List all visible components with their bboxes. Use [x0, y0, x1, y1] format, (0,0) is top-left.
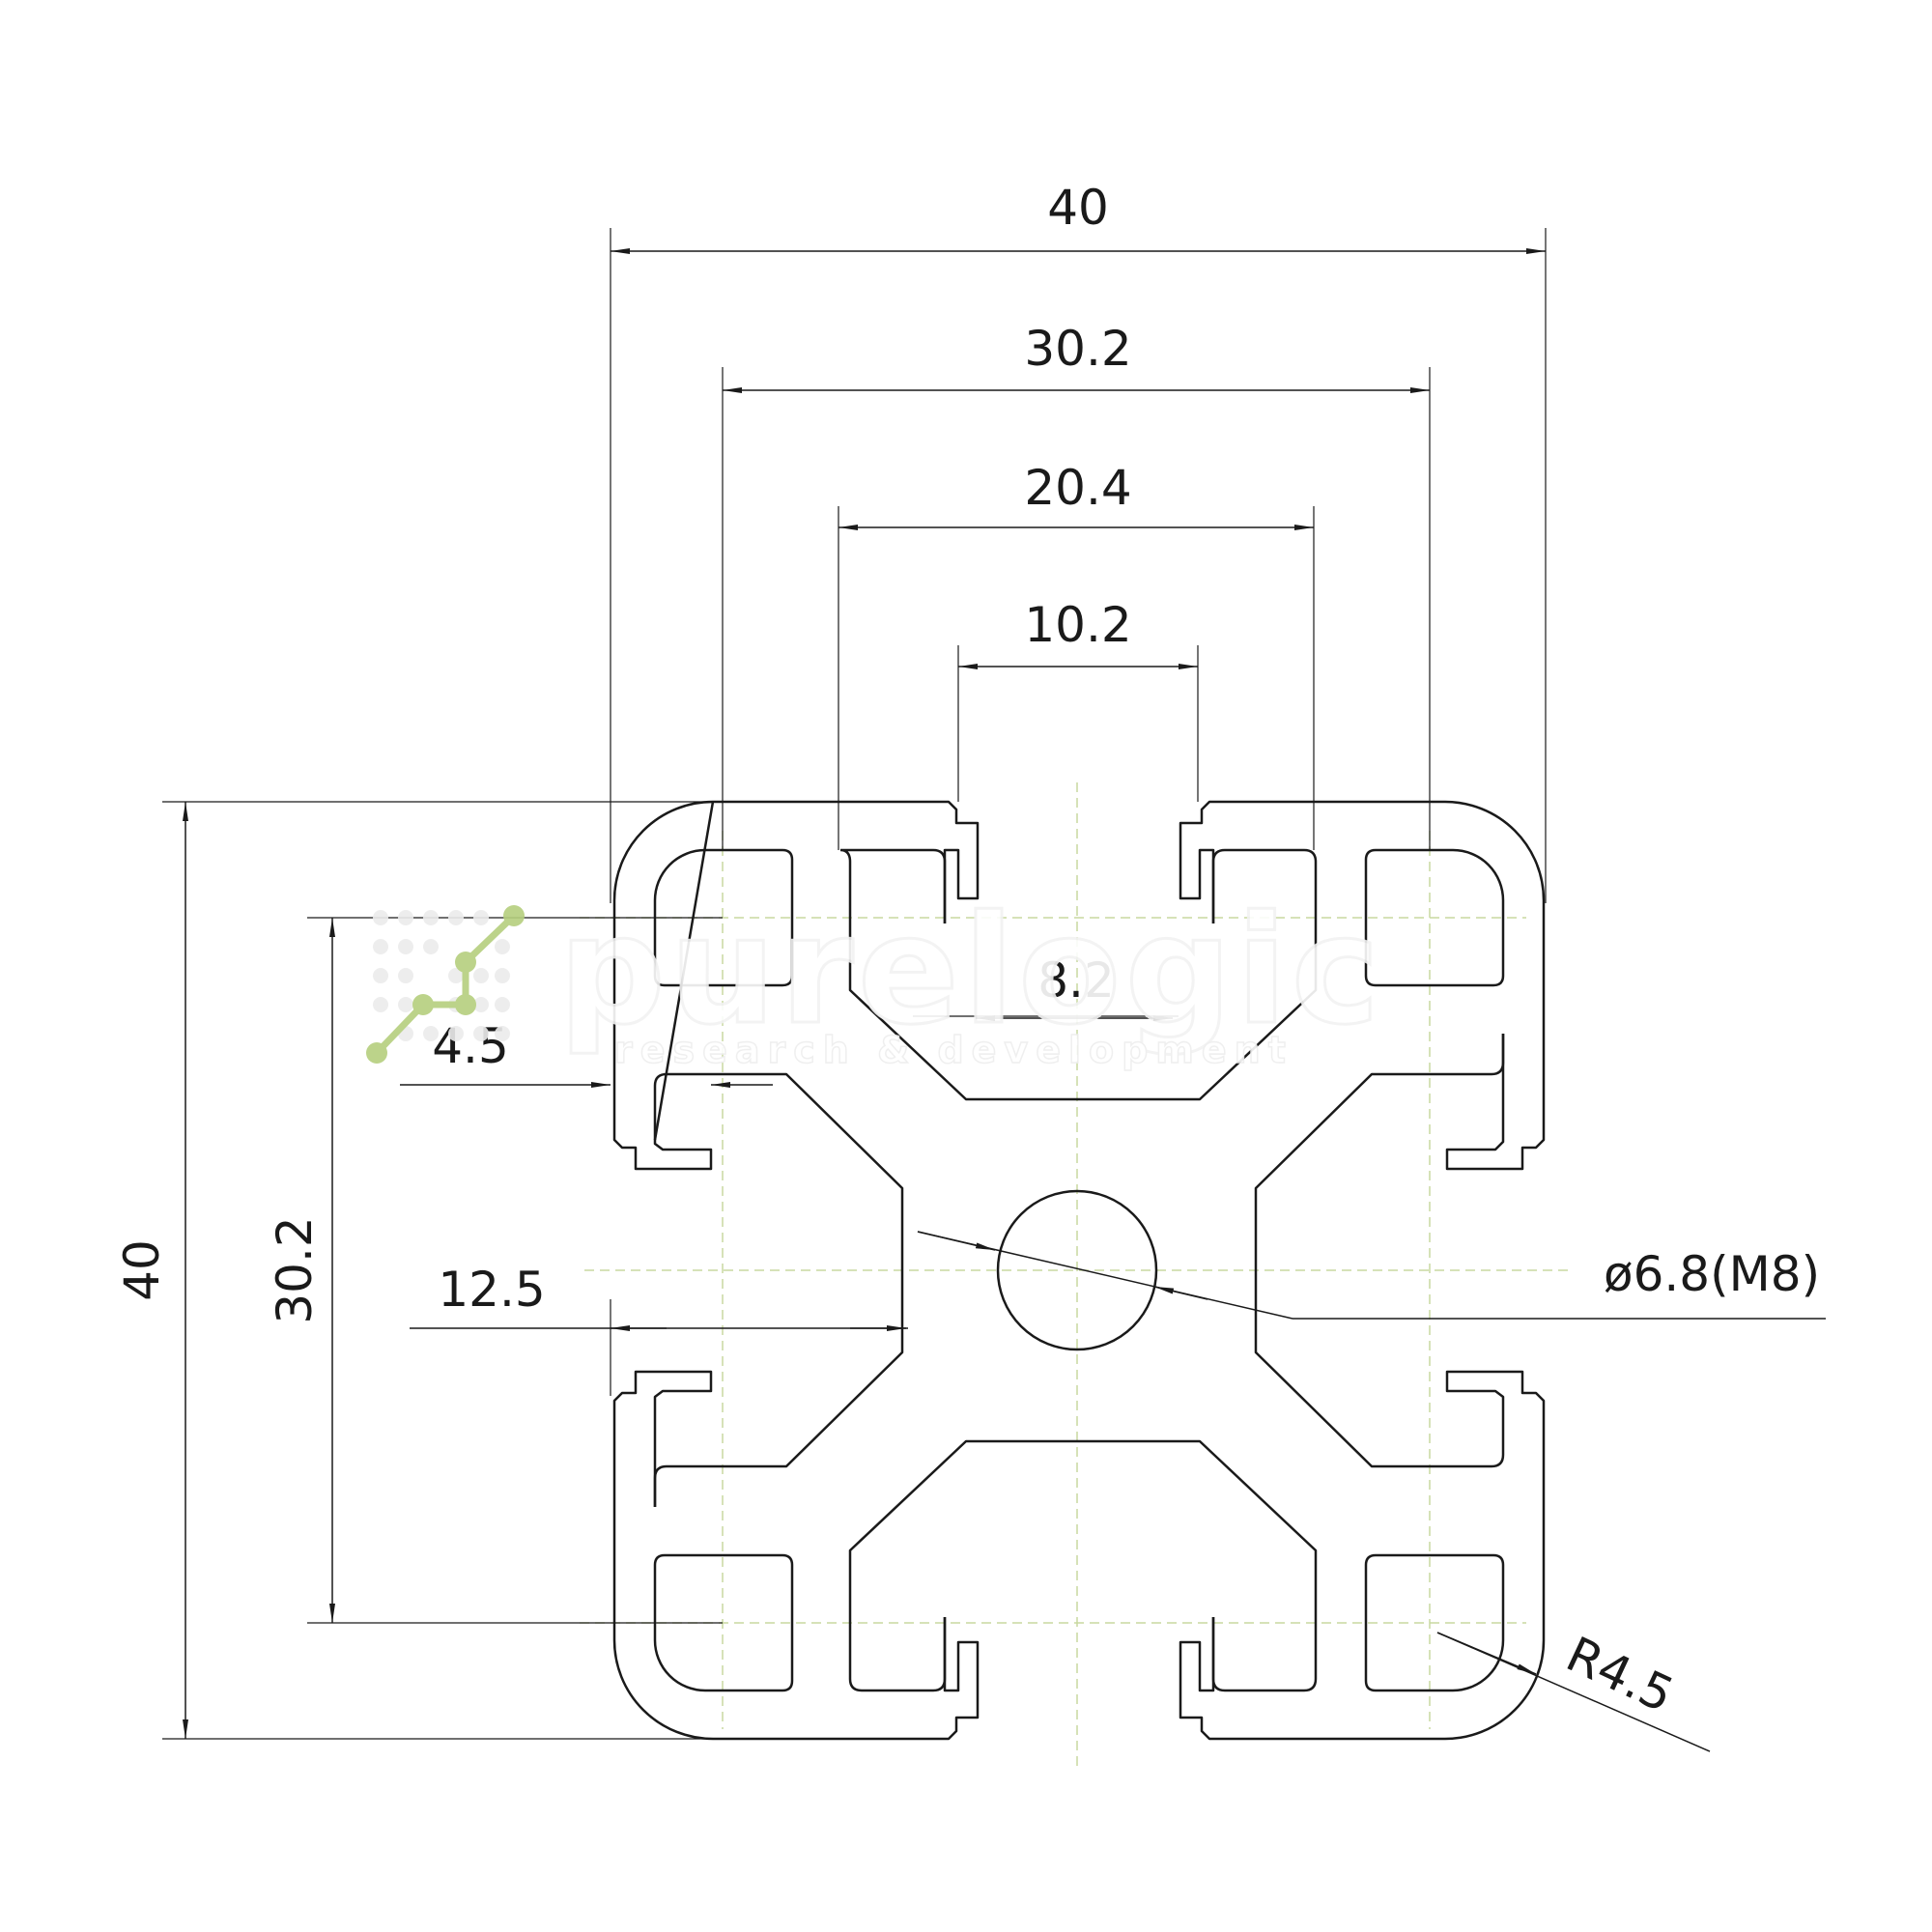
watermark-tagline: research & development — [614, 1029, 1293, 1071]
dim-label-hole: ø6.8(M8) — [1604, 1246, 1820, 1302]
corner-pocket-bottom-left — [653, 1553, 794, 1692]
watermark-brand: purelogic — [558, 883, 1383, 1058]
profile-outer-contour — [612, 800, 1546, 1741]
dim-label-12-5: 12.5 — [438, 1262, 545, 1318]
dim-label-20-4-top: 20.4 — [1024, 460, 1131, 516]
left-slot-cavity — [653, 1072, 904, 1507]
dim-label-8-2: 8.2 — [1037, 952, 1115, 1009]
corner-pocket-bottom-right — [1364, 1553, 1505, 1692]
dim-label-30-2-top: 30.2 — [1024, 321, 1131, 377]
dim-label-10-2-top: 10.2 — [1024, 597, 1131, 653]
dim-label-40-top: 40 — [1047, 180, 1109, 236]
bottom-slot-cavity — [848, 1439, 1318, 1692]
dim-label-4-5: 4.5 — [432, 1018, 509, 1074]
top-slot-cavity — [839, 848, 1318, 1101]
centerlines — [580, 782, 1570, 1768]
dimension-lines — [183, 248, 1826, 1752]
corner-pocket-top-left — [653, 848, 794, 987]
dim-label-40-left: 40 — [114, 1239, 170, 1301]
corner-pocket-top-right — [1364, 848, 1505, 987]
watermark-logo-icon — [366, 905, 525, 1064]
watermark: purelogic research & development — [366, 882, 1383, 1072]
right-slot-cavity — [1254, 1034, 1505, 1468]
dim-label-radius: R4.5 — [1558, 1626, 1682, 1723]
profile-outline — [612, 800, 1546, 1741]
center-hole — [996, 1189, 1158, 1351]
dim-label-30-2-left: 30.2 — [267, 1216, 323, 1323]
